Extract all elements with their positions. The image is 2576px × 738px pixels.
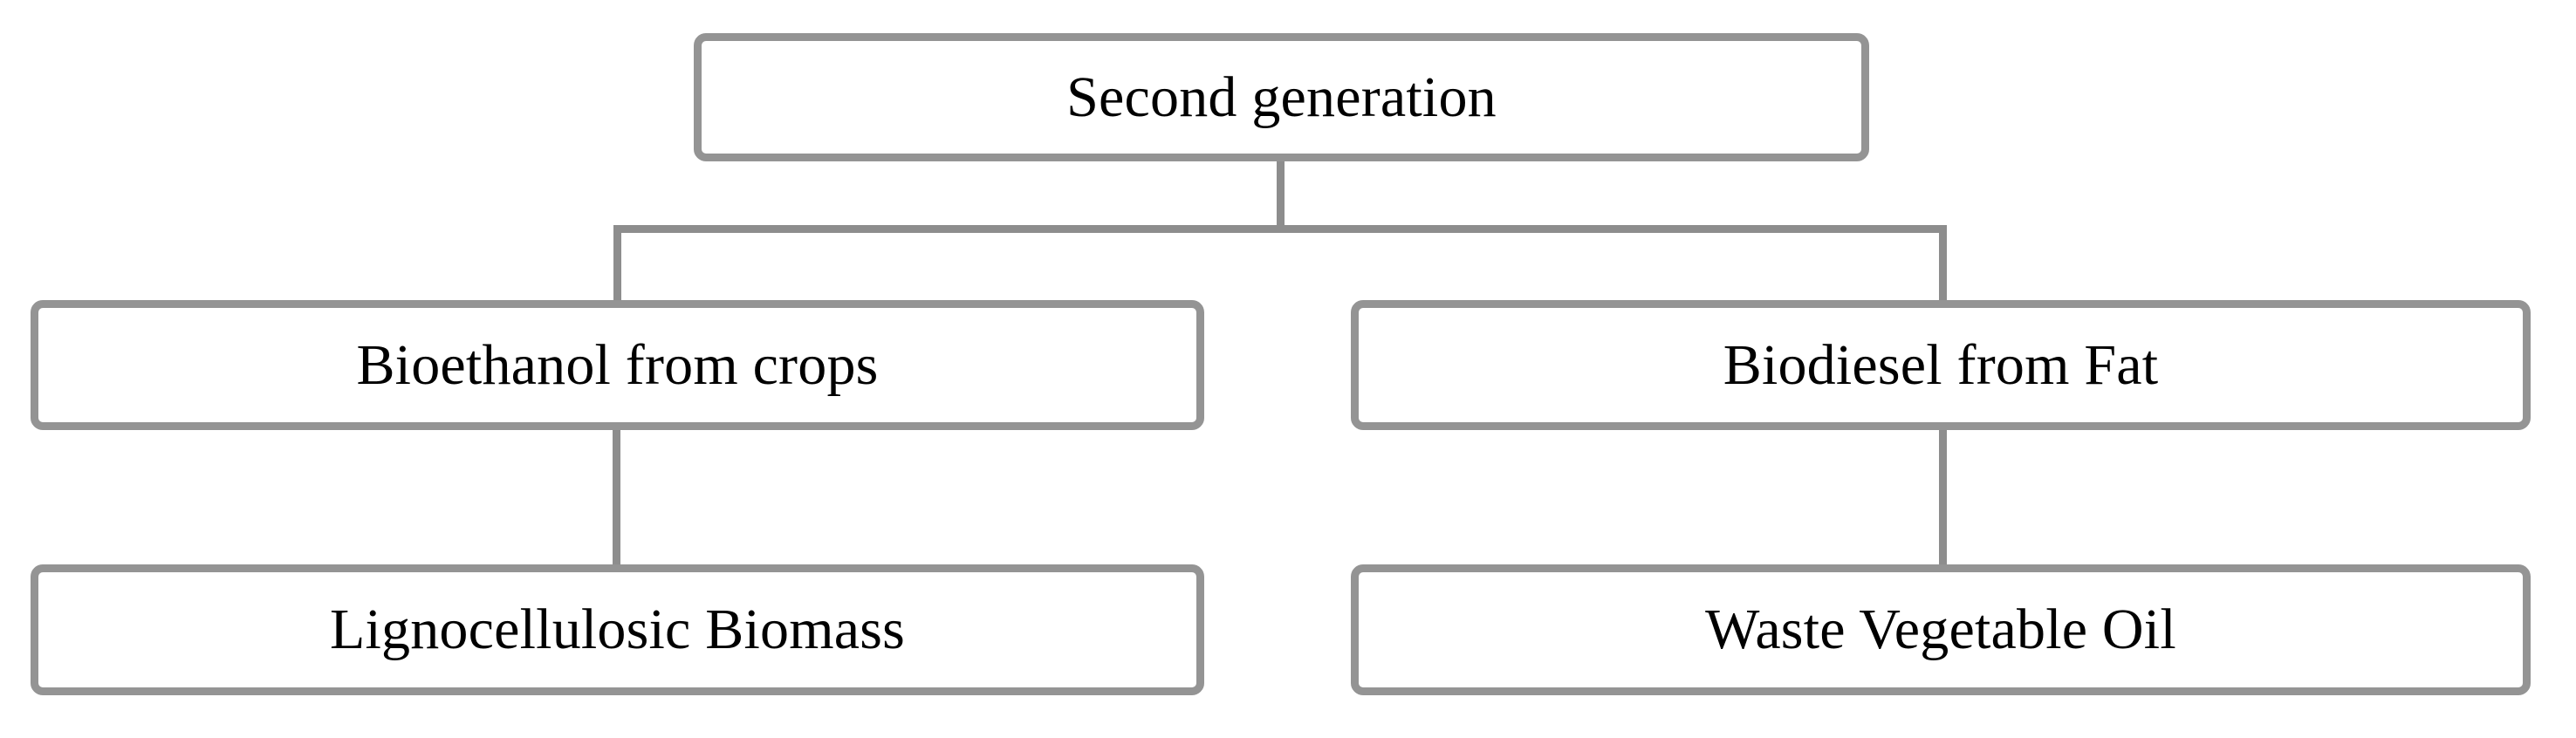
- node-label-bioethanol-from-crops: Bioethanol from crops: [356, 332, 879, 397]
- connector-root-to-bioethanol: [613, 225, 621, 305]
- node-bioethanol-from-crops[interactable]: Bioethanol from crops: [31, 300, 1204, 430]
- connector-root-stem: [1277, 158, 1285, 232]
- node-label-biodiesel-from-fat: Biodiesel from Fat: [1723, 332, 2159, 397]
- node-lignocellulosic-biomass[interactable]: Lignocellulosic Biomass: [31, 564, 1204, 695]
- connector-bioethanol-to-lignocellulosic-biomass: [613, 427, 620, 568]
- connector-biodiesel-to-waste-vegetable-oil: [1939, 427, 1947, 568]
- connector-root-horizontal-bus: [613, 225, 1947, 233]
- node-waste-vegetable-oil[interactable]: Waste Vegetable Oil: [1351, 564, 2531, 695]
- node-label-second-generation: Second generation: [1066, 65, 1497, 129]
- node-second-generation[interactable]: Second generation: [694, 33, 1869, 161]
- connector-root-to-biodiesel: [1939, 225, 1947, 305]
- node-label-waste-vegetable-oil: Waste Vegetable Oil: [1705, 598, 2176, 661]
- node-label-lignocellulosic-biomass: Lignocellulosic Biomass: [329, 598, 906, 661]
- node-biodiesel-from-fat[interactable]: Biodiesel from Fat: [1351, 300, 2531, 430]
